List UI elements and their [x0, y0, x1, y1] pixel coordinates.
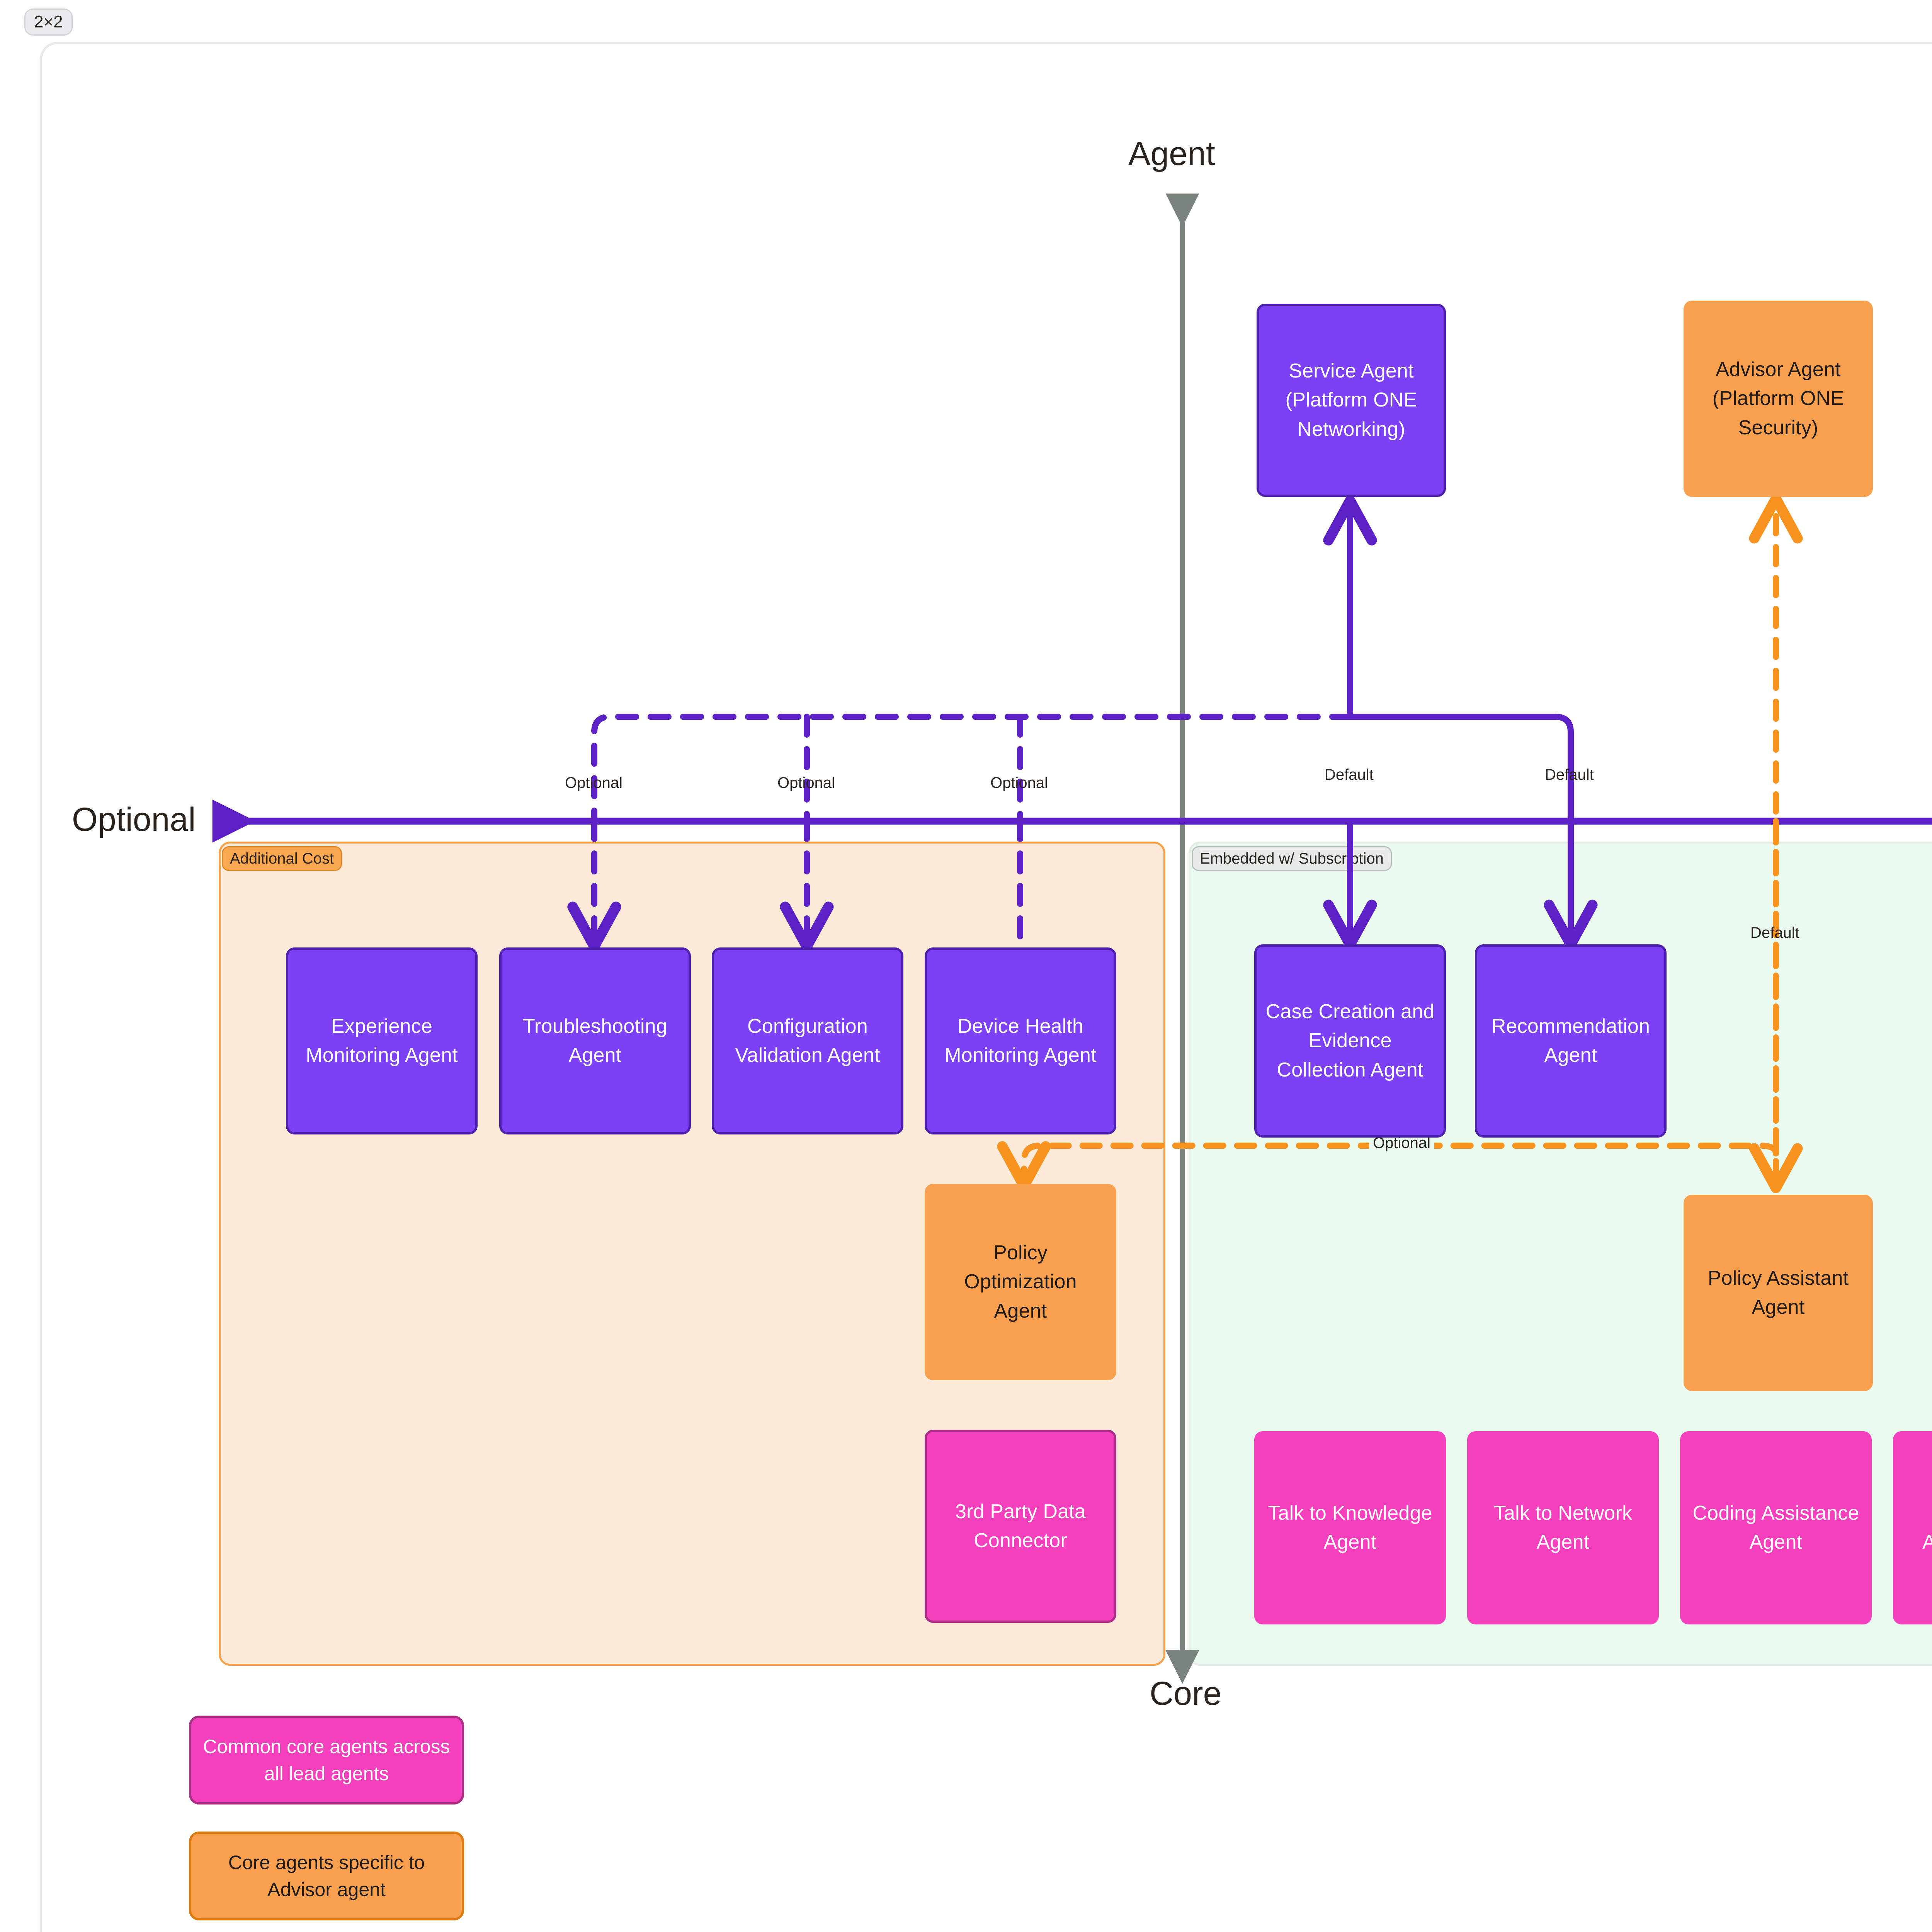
node-case-creation-agent[interactable]: Case Creation and Evidence Collection Ag… — [1254, 944, 1446, 1138]
edge-label-default-2: Default — [1545, 766, 1594, 783]
node-third-party-data-connector[interactable]: 3rd Party Data Connector — [925, 1430, 1116, 1623]
axis-label-optional: Optional — [72, 801, 196, 838]
node-service-agent[interactable]: Service Agent (Platform ONE Networking) — [1257, 304, 1446, 497]
edge-label-optional-2: Optional — [777, 774, 835, 791]
node-policy-assistant-agent[interactable]: Policy Assistant Agent — [1684, 1195, 1873, 1391]
axis-label-agent: Agent — [1128, 135, 1215, 172]
node-coding-assistance-agent[interactable]: Coding Assistance Agent — [1680, 1431, 1872, 1624]
edge-label-optional-3: Optional — [990, 774, 1048, 791]
edge-label-default-advisor: Default — [1750, 924, 1799, 941]
region-tag-additional-cost: Additional Cost — [222, 846, 342, 871]
node-configuration-validation-agent[interactable]: Configuration Validation Agent — [712, 947, 903, 1134]
region-tag-embedded-subscription: Embedded w/ Subscription — [1192, 846, 1392, 871]
legend-item-common-core: Common core agents across all lead agent… — [189, 1716, 464, 1804]
legend-item-advisor-core: Core agents specific to Advisor agent — [189, 1832, 464, 1920]
node-talk-to-knowledge-agent[interactable]: Talk to Knowledge Agent — [1254, 1431, 1446, 1624]
node-talk-to-network-agent[interactable]: Talk to Network Agent — [1467, 1431, 1659, 1624]
axis-label-core: Core — [1150, 1675, 1222, 1712]
edge-label-optional-1: Optional — [565, 774, 622, 791]
node-device-health-monitoring-agent[interactable]: Device Health Monitoring Agent — [925, 947, 1116, 1134]
node-data-analysis-agent[interactable]: Data Analysis Agent — [1893, 1431, 1932, 1624]
node-troubleshooting-agent[interactable]: Troubleshooting Agent — [499, 947, 691, 1134]
edge-label-default-1: Default — [1325, 766, 1374, 783]
node-experience-monitoring-agent[interactable]: Experience Monitoring Agent — [286, 947, 478, 1134]
node-policy-optimization-agent[interactable]: Policy Optimization Agent — [925, 1184, 1116, 1380]
edge-label-optional-policy: Optional — [1369, 1135, 1434, 1151]
node-recommendation-agent[interactable]: Recommendation Agent — [1475, 944, 1667, 1138]
node-advisor-agent[interactable]: Advisor Agent (Platform ONE Security) — [1684, 301, 1873, 497]
canvas-size-chip[interactable]: 2×2 — [24, 9, 73, 36]
